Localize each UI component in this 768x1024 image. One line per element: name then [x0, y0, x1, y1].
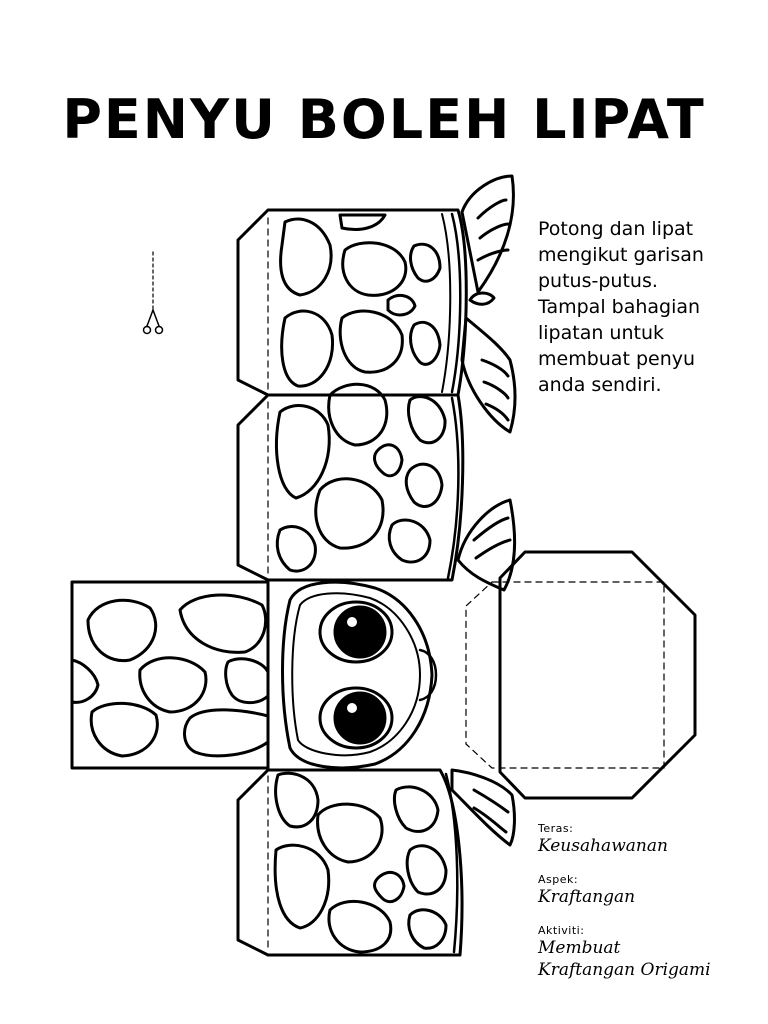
aktiviti-label: Aktiviti: — [538, 924, 585, 937]
shell-middle-panel — [236, 382, 465, 582]
aspek-block: Aspek: Kraftangan — [538, 873, 758, 908]
front-flipper-top — [460, 174, 517, 434]
instructions-text: Potong dan lipat mengikut garisan putus-… — [538, 218, 704, 396]
back-flipper-bottom — [450, 768, 516, 847]
aktiviti-block: Aktiviti: Membuat Kraftangan Origami — [538, 924, 758, 981]
teras-block: Teras: Keusahawanan — [538, 822, 758, 857]
teras-value: Keusahawanan — [538, 836, 668, 856]
shell-bottom-panel — [236, 768, 464, 957]
aktiviti-value-line1: Membuat — [538, 938, 621, 958]
back-flipper-middle — [456, 498, 517, 592]
shell-top-panel — [236, 208, 468, 397]
scissors-icon — [142, 251, 164, 335]
base-panel — [465, 550, 697, 800]
turtle-head — [281, 580, 438, 770]
page-title: PENYU BOLEH LIPAT — [62, 88, 706, 151]
aspek-value: Kraftangan — [538, 887, 636, 907]
aspek-label: Aspek: — [538, 873, 579, 886]
teras-label: Teras: — [538, 822, 574, 835]
aktiviti-value-line2: Kraftangan Origami — [538, 960, 711, 980]
shell-left-panel — [70, 580, 270, 770]
